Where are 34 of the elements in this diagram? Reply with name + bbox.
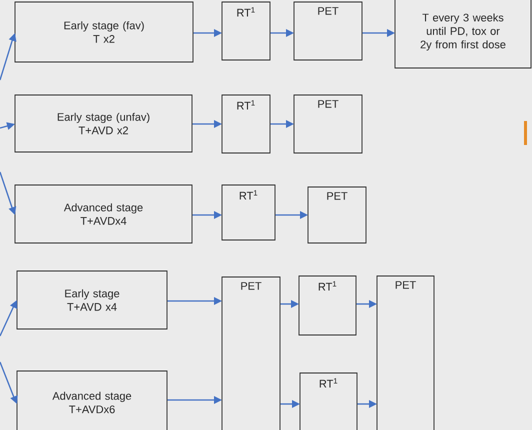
arrow — [0, 172, 16, 215]
stage-box: Advanced stage T+AVDx6 — [16, 370, 168, 430]
stage-box: Early stage (unfav) T+AVD x2 — [14, 94, 192, 152]
arrow — [167, 297, 222, 305]
step-box: RT$^{1}$ — [298, 276, 356, 336]
arrow — [167, 396, 222, 404]
arrow — [357, 400, 377, 408]
arrow — [0, 122, 15, 130]
arrow — [270, 120, 294, 128]
step-box: PET — [376, 276, 434, 430]
arrow — [192, 211, 222, 219]
arrow — [356, 300, 377, 308]
arrow — [192, 120, 222, 128]
step-box: RT$^{1}$ — [222, 184, 276, 240]
arrow — [280, 300, 299, 308]
step-box: PET — [308, 186, 366, 244]
arrow — [280, 400, 300, 408]
arrow — [0, 300, 18, 336]
arrow — [270, 29, 294, 37]
step-box: PET — [294, 94, 362, 154]
stage-box: Advanced stage T+AVDx4 — [14, 184, 192, 244]
arrow — [193, 29, 222, 37]
step-box: RT$^{1}$ — [222, 2, 270, 60]
step-box: PET — [294, 2, 362, 60]
step-box: T every 3 weeks until PD, tox or 2y from first dose — [394, 0, 532, 68]
stage-box: Early stage T+AVD x4 — [16, 270, 168, 330]
step-box: PET — [222, 276, 280, 430]
arrow — [0, 33, 16, 80]
stage-box: Early stage (fav) T x2 — [14, 2, 194, 62]
arrow — [362, 29, 395, 37]
step-box: RT$^{1}$ — [222, 94, 270, 154]
step-box: RT$^{1}$ — [300, 372, 358, 430]
arrow — [275, 211, 308, 219]
arrow — [0, 362, 18, 404]
